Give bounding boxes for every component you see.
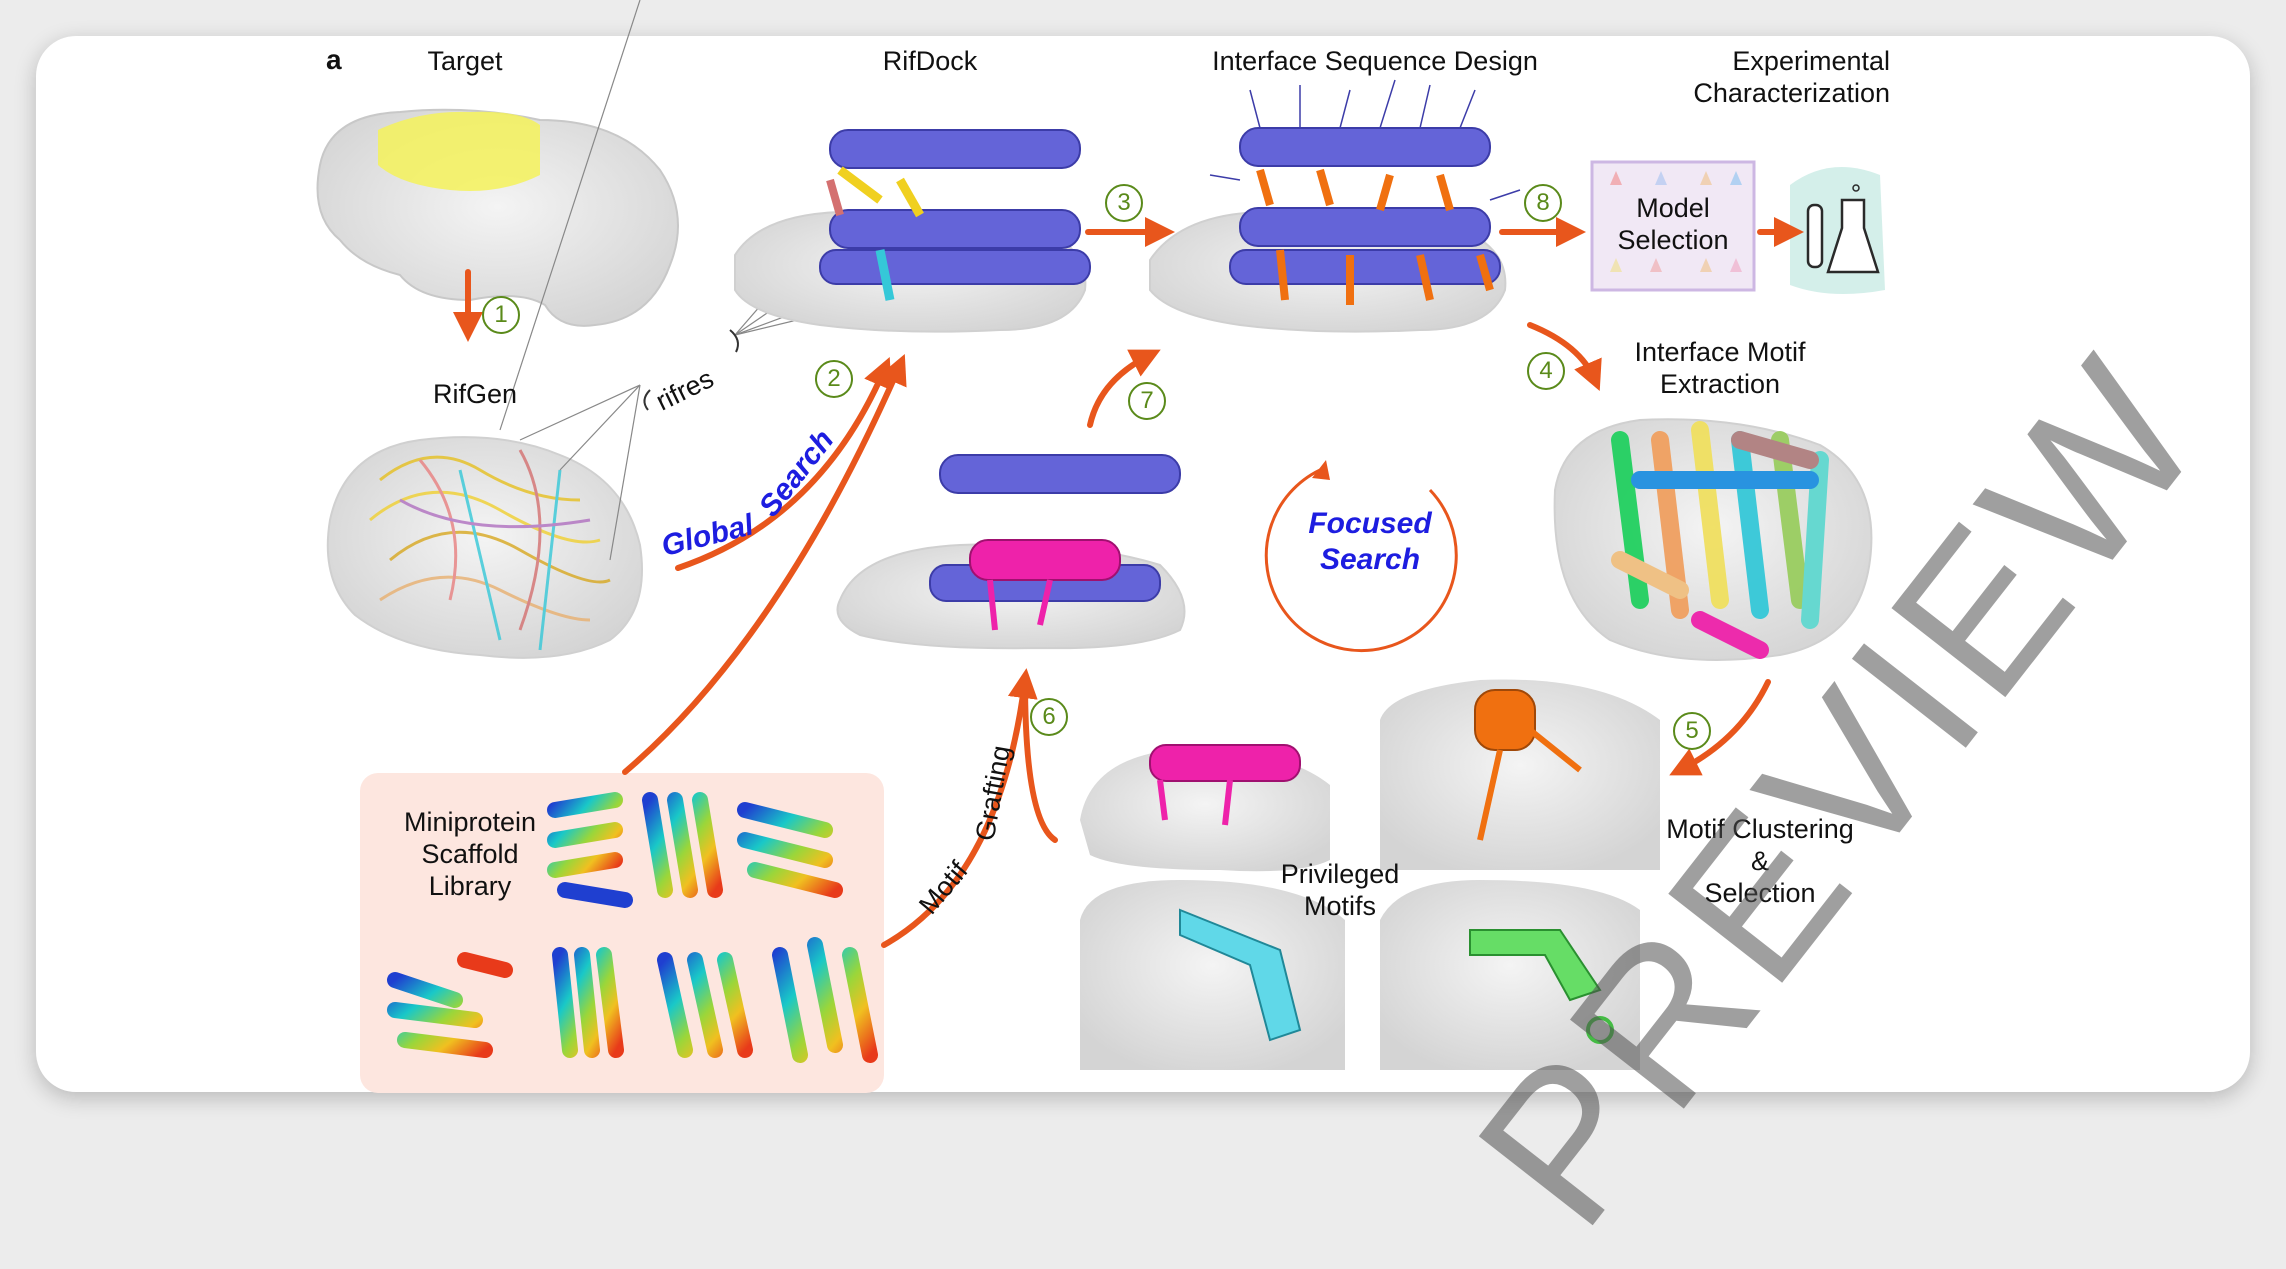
motif-panel-green: [1380, 880, 1640, 1070]
label-experimental-characterization: Experimental Characterization: [1693, 46, 1890, 108]
step-3-badge: 3: [1105, 184, 1143, 222]
target-structure: [316, 108, 679, 327]
interface-design-structure: [1149, 79, 1521, 333]
label-miniprotein-library: Miniprotein Scaffold Library: [403, 807, 537, 901]
label-privileged-motifs: Privileged Motifs: [1280, 859, 1400, 921]
panel-letter: a: [326, 44, 342, 75]
grafted-structure: [836, 454, 1186, 650]
label-interface-sequence-design: Interface Sequence Design: [1212, 46, 1538, 76]
rifres-paren-right: [729, 329, 739, 353]
arrow-step-5: [1669, 679, 1771, 776]
step-5-badge: 5: [1673, 712, 1711, 750]
step-6-badge: 6: [1030, 698, 1068, 736]
label-rifgen: RifGen: [432, 379, 518, 409]
step-2-badge: 2: [815, 360, 853, 398]
model-selection-box: [1590, 160, 1756, 292]
label-rifdock: RifDock: [882, 46, 978, 76]
rifgen-structure: [326, 436, 643, 659]
arrow-step-2: [675, 356, 892, 571]
lab-flask-icon: [1790, 167, 1885, 294]
focused-search-arrowhead: [1312, 460, 1330, 480]
arrow-step-6-grafting: [881, 668, 1038, 948]
label-target: Target: [427, 46, 503, 76]
arrow-step-6-branch: [1022, 677, 1058, 843]
miniprotein-structures: [387, 792, 878, 1063]
label-motif-clustering: Motif Clustering & Selection: [1666, 814, 1854, 908]
motif-panel-orange: [1380, 679, 1660, 870]
step-8-badge: 8: [1524, 184, 1562, 222]
rifdock-structure: [734, 129, 1091, 333]
motif-panel-cyan: [1080, 880, 1345, 1070]
label-interface-motif-extraction: Interface Motif Extraction: [1634, 337, 1806, 399]
step-7-badge: 7: [1128, 382, 1166, 420]
arrow-step-7: [1087, 349, 1161, 428]
miniprotein-library-box: [360, 773, 884, 1093]
label-focused-search: Focused Search: [1308, 507, 1432, 576]
arrow-step-4: [1527, 322, 1602, 392]
motif-extraction-structure: [1553, 418, 1873, 661]
rifres-paren-left: [643, 389, 651, 411]
step-4-badge: 4: [1527, 352, 1565, 390]
label-model-selection: Model Selection: [1617, 193, 1729, 255]
arrow-library-to-rifdock: [622, 354, 907, 775]
workflow-arrows: [453, 217, 1804, 948]
focused-search-cycle: [1264, 468, 1458, 653]
motif-panel-magenta: [1080, 744, 1330, 872]
diagram-canvas: [316, 0, 1885, 1093]
step-1-badge: 1: [482, 296, 520, 334]
